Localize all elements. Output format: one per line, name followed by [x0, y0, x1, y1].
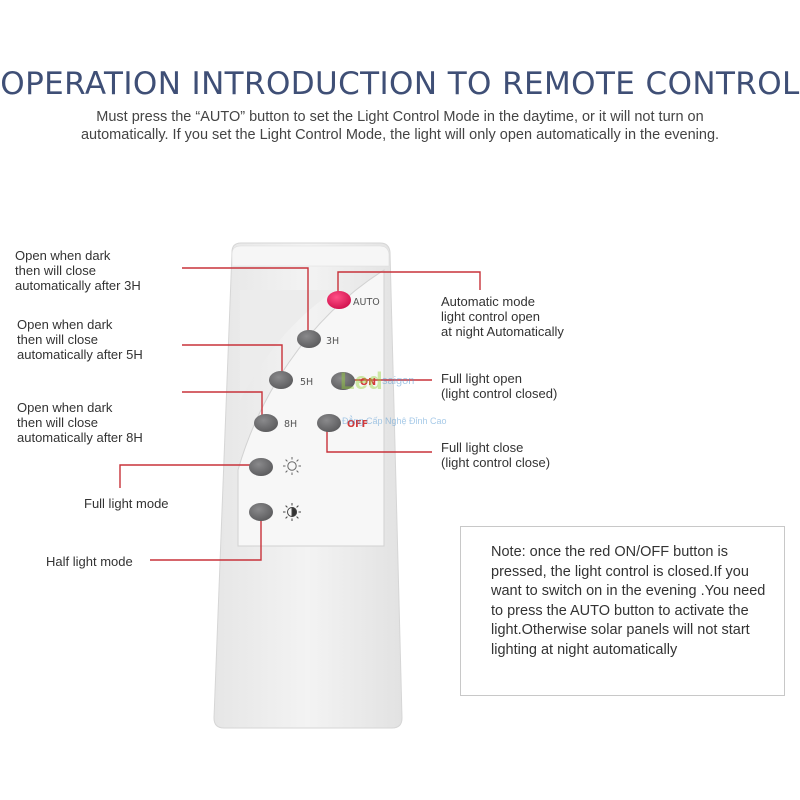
- label-half-light-mode: Half light mode: [46, 554, 133, 569]
- button-5h-label: 5H: [300, 377, 314, 388]
- label-open-8h-line-3: automatically after 8H: [17, 430, 143, 445]
- half-sun-icon: [283, 503, 301, 521]
- label-open-5h-line-2: then will close: [17, 332, 98, 347]
- remote-panel-highlight: [240, 290, 336, 400]
- label-open-8h: Open when dark then will close automatic…: [17, 400, 143, 445]
- button-off: [317, 414, 341, 432]
- button-on: [331, 372, 355, 390]
- button-8h: [254, 414, 278, 432]
- label-auto-mode: Automatic mode light control open at nig…: [441, 294, 564, 339]
- callout-line-8h: [182, 391, 263, 420]
- label-full-open: Full light open (light control closed): [441, 371, 557, 401]
- callout-line-off: [326, 427, 432, 453]
- label-full-open-line-1: Full light open: [441, 371, 522, 386]
- label-auto-mode-line-1: Automatic mode: [441, 294, 535, 309]
- watermark-logo: Led: [340, 368, 383, 395]
- label-open-8h-line-2: then will close: [17, 415, 98, 430]
- label-full-light-mode: Full light mode: [84, 496, 169, 511]
- button-on-label: ON: [360, 377, 377, 388]
- callout-line-5h: [182, 344, 283, 378]
- note-text: Note: once the red ON/OFF button is pres…: [491, 544, 766, 658]
- label-full-close-line-2: (light control close): [441, 455, 551, 470]
- callout-line-3h: [182, 267, 309, 337]
- watermark-tagline: Đẳng Cấp Nghệ Đỉnh Cao: [342, 416, 447, 426]
- button-full-light: [249, 458, 273, 476]
- button-3h: [297, 330, 321, 348]
- label-open-3h-line-1: Open when dark: [15, 248, 111, 263]
- label-open-5h-line-1: Open when dark: [17, 317, 113, 332]
- auto-button-label: AUTO: [353, 297, 380, 308]
- button-half-light: [249, 503, 273, 521]
- callout-line-full-mode: [119, 464, 258, 488]
- label-open-5h-line-3: automatically after 5H: [17, 347, 143, 362]
- remote-top-rim: [231, 245, 390, 267]
- label-auto-mode-line-2: light control open: [441, 309, 541, 324]
- auto-button: [327, 291, 351, 309]
- label-full-close: Full light close (light control close): [441, 440, 550, 470]
- note-box: Note: once the red ON/OFF button is pres…: [460, 526, 785, 696]
- button-3h-label: 3H: [326, 336, 340, 347]
- label-full-close-line-1: Full light close: [441, 440, 524, 455]
- page-title: OPERATION INTRODUCTION TO REMOTE CONTROL: [0, 66, 800, 102]
- label-open-5h: Open when dark then will close automatic…: [17, 317, 143, 362]
- label-auto-mode-line-3: at night Automatically: [441, 324, 564, 339]
- label-full-open-line-2: (light control closed): [441, 386, 558, 401]
- button-off-label: OFF: [347, 419, 369, 430]
- sun-icon: [283, 457, 301, 475]
- watermark-logo-suffix: saigon: [382, 375, 415, 387]
- button-5h: [269, 371, 293, 389]
- label-open-3h: Open when dark then will close automatic…: [15, 248, 141, 293]
- callout-line-half-mode: [150, 512, 262, 561]
- page-subtitle: Must press the “AUTO” button to set the …: [80, 109, 720, 143]
- label-open-8h-line-1: Open when dark: [17, 400, 113, 415]
- callout-line-auto: [337, 271, 481, 298]
- callout-lines: [119, 267, 481, 561]
- label-open-3h-line-2: then will close: [15, 263, 96, 278]
- label-open-3h-line-3: automatically after 3H: [15, 278, 141, 293]
- button-8h-label: 8H: [284, 419, 298, 430]
